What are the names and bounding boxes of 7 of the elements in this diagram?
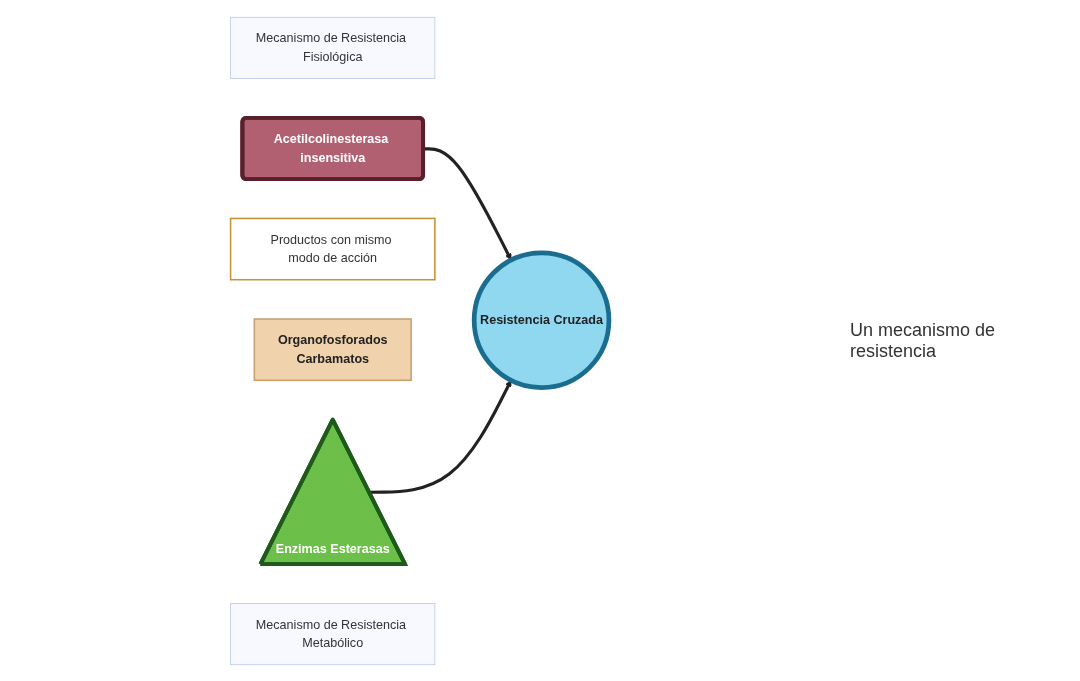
node-box: Productos con mismo modo de acción <box>230 217 436 280</box>
arrow <box>369 379 512 494</box>
node-box: Mecanismo de Resistencia Fisiológica <box>230 16 436 79</box>
note-text: Un mecanismo de resistencia <box>850 319 997 362</box>
node-box: Organofosforados Carbamatos <box>253 317 413 381</box>
node-box: Mecanismo de Resistencia Metabólico <box>230 602 436 665</box>
node-circle: Resistencia Cruzada <box>472 249 612 390</box>
